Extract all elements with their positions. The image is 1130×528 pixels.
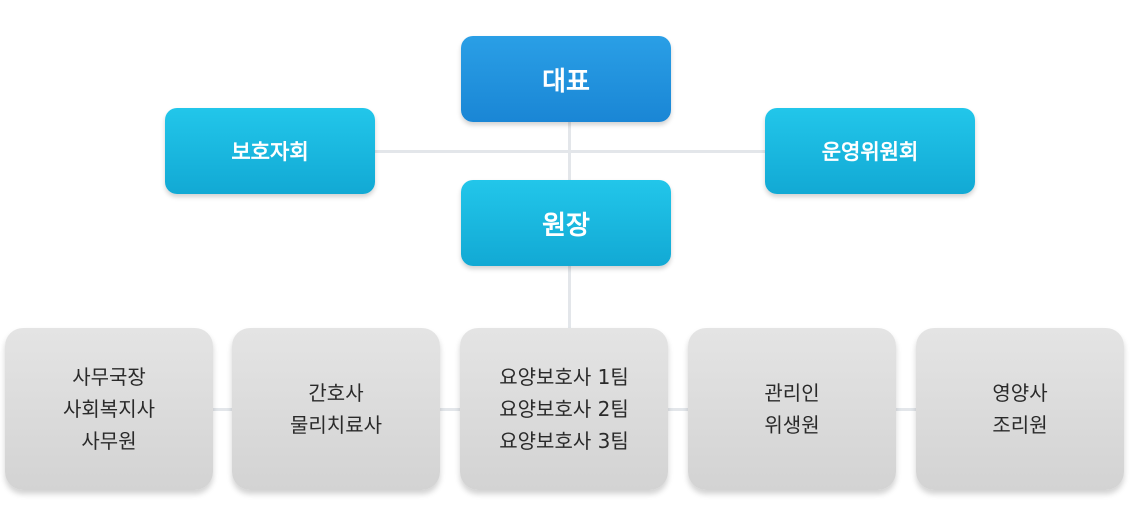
department-line: 사회복지사 [63,397,155,421]
department-line: 영양사 [992,381,1048,405]
steering-committee-box: 운영위원회 [765,108,975,194]
department-line: 요양보호사 1팀 [499,365,629,389]
department-box-facilities: 관리인 위생원 [688,328,896,490]
department-line: 물리치료사 [290,413,382,437]
department-box-admin: 사무국장 사회복지사 사무원 [5,328,213,490]
steering-committee-label: 운영위원회 [821,140,919,164]
department-line: 위생원 [764,413,820,437]
connector-committees [375,150,765,153]
ceo-box: 대표 [461,36,671,122]
department-line: 간호사 [308,381,364,405]
department-line: 요양보호사 3팀 [499,429,629,453]
director-box: 원장 [461,180,671,266]
department-line: 관리인 [764,381,820,405]
department-box-medical: 간호사 물리치료사 [232,328,440,490]
department-box-kitchen: 영양사 조리원 [916,328,1124,490]
department-line: 요양보호사 2팀 [499,397,629,421]
department-line: 사무국장 [72,365,146,389]
guardian-committee-box: 보호자회 [165,108,375,194]
department-line: 사무원 [81,429,137,453]
department-line: 조리원 [992,413,1048,437]
director-label: 원장 [542,210,590,241]
ceo-label: 대표 [542,66,590,97]
department-box-care-teams: 요양보호사 1팀 요양보호사 2팀 요양보호사 3팀 [460,328,668,490]
guardian-committee-label: 보호자회 [231,140,309,164]
